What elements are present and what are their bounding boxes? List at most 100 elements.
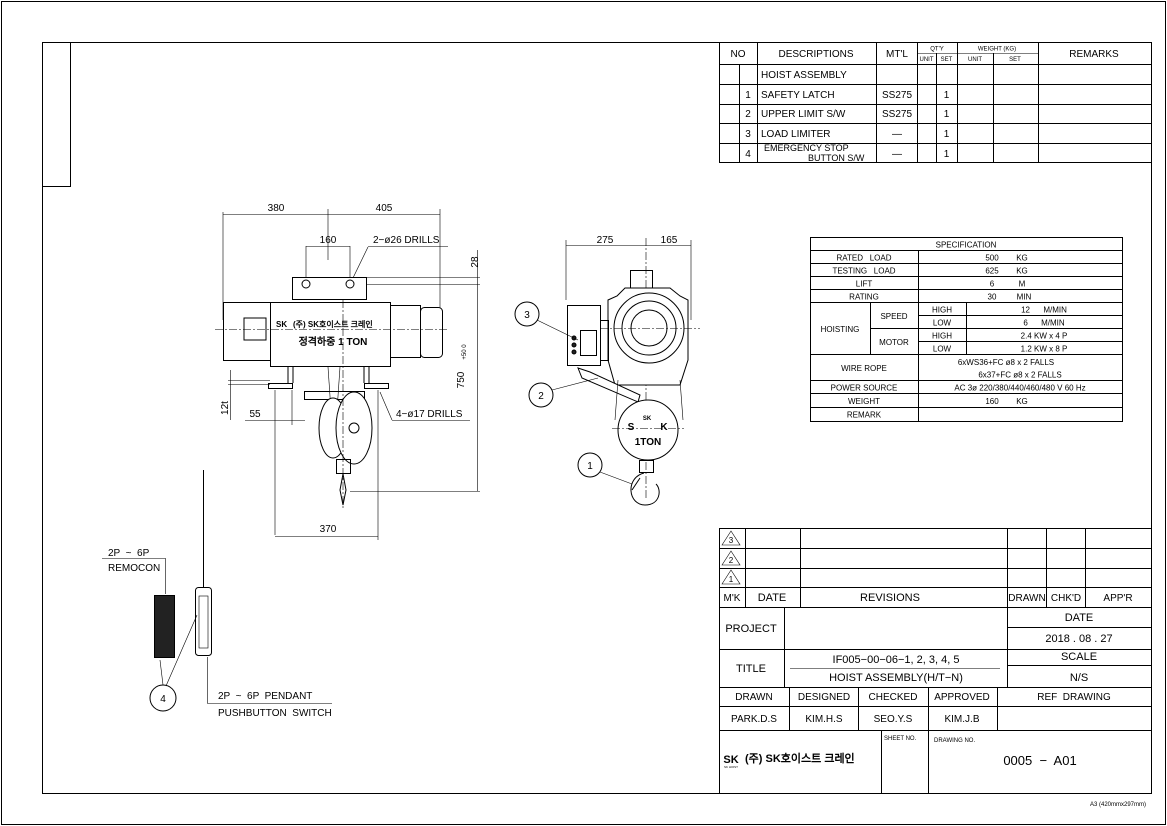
- callout-1: [577, 452, 603, 478]
- callout-3: [514, 301, 540, 327]
- spec-speed-high: 12 M/MIN: [1021, 306, 1067, 315]
- spec-label: REMARK: [847, 411, 882, 420]
- remocon-spec: 2P ~ 6P: [108, 548, 150, 559]
- part-qty-set: 1: [944, 109, 950, 120]
- side-view-drawing: 275 165 SK S K 1TON 2 3 1: [514, 235, 700, 506]
- spec-unit: M: [1019, 280, 1026, 289]
- spec-label: POWER SOURCE: [831, 384, 898, 393]
- scale-label: SCALE: [1061, 651, 1097, 663]
- drawn-by: PARK.D.S: [731, 714, 777, 725]
- nameplate-company: (주) SK호이스트 크레인: [293, 319, 373, 329]
- rev-mark-2: 2: [729, 556, 734, 565]
- parts-row: 1 SAFETY LATCH SS275 1: [745, 90, 950, 101]
- dim-275: 275: [597, 235, 614, 246]
- mk-header: M'K: [724, 593, 741, 604]
- company-logo-sub: SK HOIST: [724, 765, 738, 769]
- part-qty-set: 1: [944, 129, 950, 140]
- part-desc: EMERGENCY STOP: [764, 143, 849, 153]
- callout-4-label: 4: [160, 694, 166, 705]
- part-desc: SAFETY LATCH: [761, 90, 835, 101]
- callout-2: [528, 382, 554, 408]
- spec-low: LOW: [933, 319, 952, 328]
- parts-list-table: NO DESCRIPTIONS MT'L QT'Y UNIT SET WEIGH…: [719, 42, 1152, 163]
- pendant-switch: [195, 587, 212, 656]
- parts-row: 3 LOAD LIMITER — 1: [745, 129, 950, 140]
- checked-by: SEO.Y.S: [874, 714, 913, 725]
- approved-by: KIM.J.B: [944, 714, 979, 725]
- designed-by: KIM.H.S: [805, 714, 843, 725]
- header-remarks: REMARKS: [1069, 49, 1119, 60]
- paper-size-label: A3 (420mmx297mm): [1090, 802, 1146, 808]
- spec-label: LIFT: [856, 280, 873, 289]
- dim-405: 405: [376, 203, 393, 214]
- hook-block-logo: SK: [643, 416, 652, 422]
- spec-label: RATED LOAD: [837, 254, 892, 263]
- drawing-no-label: DRAWING NO.: [934, 738, 975, 744]
- part-qty-set: 1: [944, 149, 950, 160]
- part-no: 2: [745, 109, 751, 120]
- header-no: NO: [731, 49, 746, 60]
- front-view-drawing: 380 405 160 2−ø26 DRILLS 28 750 +50 0 SK…: [215, 203, 481, 540]
- spec-value: 6: [990, 280, 995, 289]
- part-desc: UPPER LIMIT S/W: [761, 109, 846, 120]
- drawn-header: DRAWN: [1008, 593, 1045, 604]
- spec-value: 160: [985, 397, 999, 406]
- header-weight-unit: UNIT: [968, 57, 982, 63]
- dim-380: 380: [268, 203, 285, 214]
- header-descriptions: DESCRIPTIONS: [778, 49, 853, 60]
- part-no: 3: [745, 129, 751, 140]
- spec-unit: MIN: [1017, 293, 1032, 302]
- dim-55: 55: [249, 409, 261, 420]
- callout-1-label: 1: [587, 461, 593, 472]
- spec-wire-rope-1: 6xWS36+FC ø8 x 2 FALLS: [958, 358, 1054, 367]
- header-qty-set: SET: [941, 57, 953, 63]
- header-material: MT'L: [886, 49, 908, 60]
- part-no: 4: [745, 149, 751, 160]
- drawing-no: 0005 − A01: [1003, 753, 1076, 768]
- parts-row: 2 UPPER LIMIT S/W SS275 1: [745, 109, 950, 120]
- label-drills-top: 2−ø26 DRILLS: [373, 235, 440, 246]
- hook-block-s: S: [628, 422, 635, 433]
- sheet-no-label: SHEET NO.: [884, 736, 917, 742]
- dim-160: 160: [320, 235, 337, 246]
- title-block: 3 2 1 M'K DATE REVISIONS DRAWN CHK'D APP…: [719, 528, 1152, 794]
- hook-block-k: K: [660, 422, 668, 433]
- revision-marks: 3 2 1: [721, 530, 741, 585]
- title-drawing-ids: IF005−00−06−1, 2, 3, 4, 5: [833, 654, 960, 666]
- spec-value: 500: [985, 254, 999, 263]
- spec-high: HIGH: [932, 332, 952, 341]
- appr-header: APP'R: [1103, 593, 1132, 604]
- company-name: (주) SK호이스트 크레인: [745, 751, 855, 765]
- controls-drawing: 2P ~ 6P REMOCON 4 2P ~ 6P PENDANT PUSHBU…: [102, 470, 332, 719]
- spec-motor-low: 1.2 KW x 8 P: [1021, 345, 1068, 354]
- drawn-by-header: DRAWN: [735, 692, 772, 703]
- spec-speed-low: 6 M/MIN: [1023, 319, 1065, 328]
- spec-label: TESTING LOAD: [832, 267, 895, 276]
- spec-power-value: AC 3ø 220/380/440/460/480 V 60 Hz: [954, 384, 1085, 393]
- spec-hoisting-label: HOISTING: [821, 325, 860, 334]
- spec-unit: KG: [1016, 267, 1028, 276]
- spec-unit: KG: [1016, 397, 1028, 406]
- scale-value: N/S: [1070, 672, 1088, 684]
- spec-value: 625: [985, 267, 999, 276]
- spec-label: WIRE ROPE: [841, 364, 887, 373]
- part-material: —: [892, 129, 902, 140]
- spec-speed-label: SPEED: [880, 312, 907, 321]
- ref-drawing-header: REF DRAWING: [1037, 692, 1111, 703]
- part-desc: HOIST ASSEMBLY: [761, 70, 847, 81]
- part-material: SS275: [882, 109, 912, 120]
- title-name: HOIST ASSEMBLY(H/T−N): [829, 672, 963, 684]
- inner-border: [42, 42, 1152, 794]
- spec-title: SPECIFICATION: [936, 241, 997, 250]
- title-label: TITLE: [736, 663, 766, 675]
- nameplate-logo: SK: [276, 320, 287, 329]
- spec-label: WEIGHT: [848, 397, 880, 406]
- approved-by-header: APPROVED: [934, 692, 990, 703]
- parts-row: 4 EMERGENCY STOP BUTTON S/W — 1: [745, 143, 950, 163]
- rev-mark-3: 3: [729, 536, 734, 545]
- checked-by-header: CHECKED: [869, 692, 918, 703]
- project-label: PROJECT: [725, 623, 777, 635]
- date-header: DATE: [758, 592, 787, 604]
